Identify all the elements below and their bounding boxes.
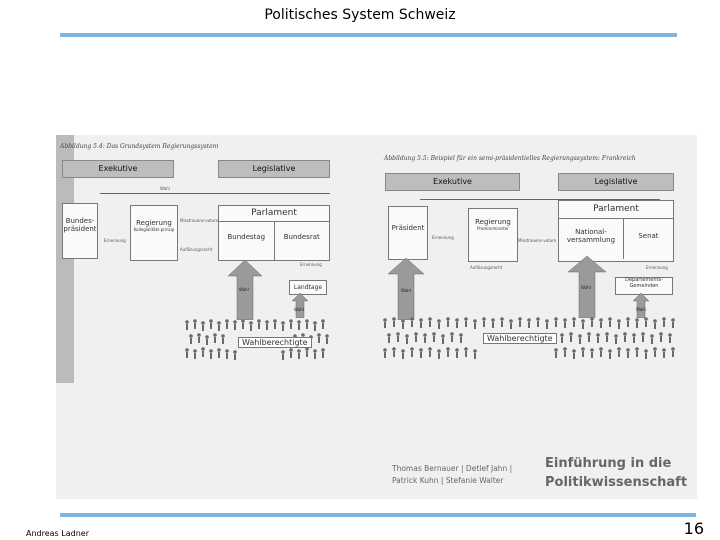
right-ernennung2-label: Ernennung [646,265,668,270]
right-wahl-arrow-2 [568,256,606,318]
left-parlament-label: Parlament [219,206,329,222]
left-wahl-arrow-2 [292,293,308,318]
right-nationalversammlung: National-versammlung [559,218,624,259]
right-parlament-label: Parlament [559,201,673,219]
right-regierung-label: Regierung [475,218,511,226]
right-departements-box: Departements-Gemeinden [615,277,673,295]
right-praesident-box: Präsident [388,206,428,260]
left-top-arrow-line [100,193,330,194]
left-misstrauensvotum-label: Misstrauens-votum [180,218,219,223]
top-divider [60,33,677,37]
left-caption: Abbildung 5.4: Das Grundsystem Regierung… [60,143,219,150]
left-landtage-box: Landtage [289,280,327,295]
right-top-arrow-line [420,199,660,200]
book-title: Einführung in die Politikwissenschaft [545,455,687,493]
right-ernennung-label: Ernennung [432,235,454,240]
right-wahl-arrow-3 [633,293,649,318]
left-aufloesungsrecht-label: Auflösungsrecht [180,247,213,252]
book-title-line1: Einführung in die [545,456,672,471]
right-parlament-box: Parlament National-versammlung Senat [558,200,674,262]
left-parlament-box: Parlament Bundestag Bundesrat [218,205,330,261]
book-authors-line2: Patrick Kuhn | Stefanie Walter [392,475,504,485]
left-ernennung2-label: Ernennung [300,262,322,267]
left-regierung-sub: Kollegialitäts-prinzip [133,226,175,232]
left-top-arrow-label: Wahl [160,186,170,191]
left-bundespraesident-box: Bundes-präsident [62,203,98,259]
right-exekutive-bar: Exekutive [385,173,520,191]
right-wahl-label-1: Wahl [401,288,411,293]
left-bundesrat: Bundesrat [283,232,320,241]
right-wahl-arrow-1 [388,258,424,320]
left-regierung-label: Regierung [136,219,172,227]
book-title-line2: Politikwissenschaft [545,474,688,490]
left-regierung-box: Regierung Kollegialitäts-prinzip [130,205,178,261]
left-wahl-label-1: Wahl [239,287,249,292]
footer-author: Andreas Ladner [26,529,89,538]
left-ernennung-label: Ernennung [104,238,126,243]
left-bundestag: Bundestag [219,221,275,260]
left-wahl-label-2: Wahl [294,307,304,312]
right-regierung-box: Regierung Premierminister [468,208,518,262]
right-senat: Senat [638,231,659,240]
right-aufloesungsrecht-label: Auflösungsrecht [470,265,503,270]
left-legislative-bar: Legislative [218,160,330,178]
left-exekutive-bar: Exekutive [62,160,174,178]
page-edge-shadow [56,135,74,383]
right-legislative-bar: Legislative [558,173,674,191]
right-regierung-sub: Premierminister [477,225,509,231]
left-voters-label: Wahlberechtigte [238,337,312,348]
right-voters-label: Wahlberechtigte [483,333,557,344]
left-wahl-arrow-1 [228,260,262,320]
book-authors: Thomas Bernauer | Detlef Jahn | Patrick … [392,463,512,486]
right-voters-crowd [383,317,675,359]
page-number: 16 [683,519,704,538]
right-caption: Abbildung 5.5: Beispiel für ein semi-prä… [384,155,636,162]
slide-title: Politisches System Schweiz [264,7,456,23]
right-misstrauensvotum-label: Misstrauens-votum [518,238,557,243]
right-wahl-label-2: Wahl [581,285,591,290]
right-wahl-label-3: Wahl [636,307,646,312]
bottom-divider [60,513,696,517]
book-authors-line1: Thomas Bernauer | Detlef Jahn | [392,464,513,473]
